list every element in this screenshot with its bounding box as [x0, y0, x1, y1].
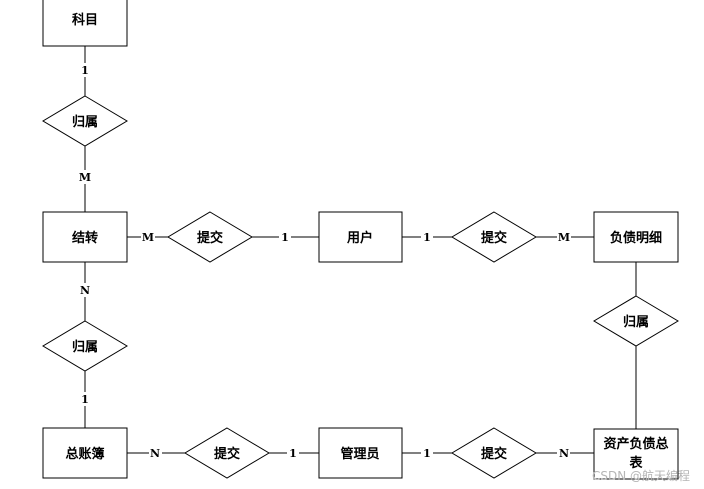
- entity-admin-box: [318, 427, 403, 479]
- entity-subject-box: [42, 0, 128, 47]
- relationship-submit-4-label: 提交: [481, 446, 507, 462]
- cardinality-submit-detail: M: [558, 231, 570, 244]
- entity-balance-sheet-label-line2: 表: [628, 455, 643, 471]
- entity-admin-label: 管理员: [340, 446, 379, 462]
- entity-transfer-label: 结转: [72, 230, 98, 246]
- relationship-belongs-3-diamond: [42, 320, 128, 372]
- cardinality-belongs-ledger: 1: [81, 393, 89, 406]
- cardinality-transfer-belongs: N: [80, 284, 90, 297]
- relationship-submit-1-diamond: [167, 211, 253, 263]
- entity-balance-sheet-box: [593, 428, 679, 480]
- entity-balance-sheet-label-line1: 资产负债总: [603, 436, 668, 452]
- watermark-text: CSDN @航天编程: [592, 468, 690, 483]
- relationship-belongs-1-label: 归属: [72, 114, 98, 130]
- entity-transfer-box: [42, 211, 128, 263]
- relationship-submit-3-diamond: [184, 427, 270, 479]
- relationship-belongs-1-diamond: [42, 95, 128, 147]
- relationship-belongs-2-label: 归属: [623, 314, 649, 330]
- cardinality-subject-belongs: 1: [81, 64, 89, 77]
- cardinality-transfer-submit: M: [142, 231, 154, 244]
- cardinality-belongs-transfer: M: [79, 171, 91, 184]
- relationship-submit-4-diamond: [451, 427, 537, 479]
- relationship-submit-3-label: 提交: [214, 446, 240, 462]
- entity-user-label: 用户: [346, 230, 373, 246]
- relationship-submit-2-diamond: [451, 211, 537, 263]
- relationship-belongs-3-label: 归属: [72, 339, 98, 355]
- cardinality-submit-user: 1: [281, 231, 289, 244]
- cardinality-submit-admin: 1: [289, 447, 297, 460]
- relationship-submit-1-label: 提交: [197, 230, 223, 246]
- entity-general-ledger-label: 总账簿: [65, 446, 104, 462]
- entity-subject-label: 科目: [72, 12, 98, 28]
- entity-liability-detail-label: 负债明细: [610, 230, 662, 246]
- relationship-belongs-2-diamond: [593, 295, 679, 347]
- cardinality-ledger-submit: N: [150, 447, 160, 460]
- cardinality-submit-sheet: N: [559, 447, 569, 460]
- cardinality-user-submit: 1: [423, 231, 431, 244]
- relationship-submit-2-label: 提交: [481, 230, 507, 246]
- cardinality-admin-submit: 1: [423, 447, 431, 460]
- entity-liability-detail-box: [593, 211, 679, 263]
- entity-user-box: [318, 211, 403, 263]
- entity-general-ledger-box: [42, 427, 128, 479]
